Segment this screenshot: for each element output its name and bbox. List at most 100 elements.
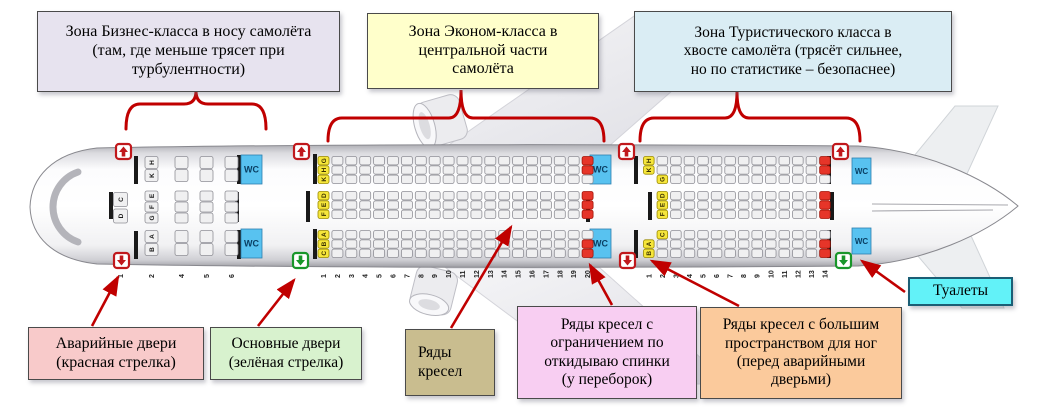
seat — [683, 200, 696, 210]
seat — [710, 200, 723, 210]
seat — [512, 165, 524, 175]
seat — [643, 165, 655, 175]
seat — [819, 165, 831, 175]
seat — [498, 200, 511, 210]
seat — [819, 209, 831, 219]
seat-letter: C — [118, 197, 125, 202]
seat — [442, 200, 455, 210]
seat — [526, 248, 538, 258]
seat — [765, 248, 777, 258]
wc-label: WC — [244, 239, 259, 249]
seat — [553, 174, 566, 184]
seat — [428, 191, 441, 201]
seat — [567, 174, 580, 184]
seat — [484, 156, 497, 166]
seat — [470, 200, 483, 210]
seat — [174, 230, 189, 243]
seat — [359, 174, 372, 184]
seat — [387, 191, 399, 201]
seat — [792, 209, 804, 219]
seat — [373, 239, 386, 249]
seat — [656, 230, 669, 240]
row-number: 20 — [585, 270, 592, 278]
seat — [400, 209, 413, 219]
seat — [317, 174, 330, 184]
bulkhead-bar — [634, 230, 638, 258]
row-number: 2 — [660, 274, 667, 278]
callout-emergency-doors-text: Аварийные двери (красная стрелка) — [55, 334, 177, 371]
seat — [567, 248, 580, 258]
seat — [387, 200, 399, 210]
seat — [317, 248, 330, 258]
seat — [724, 200, 736, 210]
seat — [400, 239, 413, 249]
seat — [683, 230, 696, 240]
seat — [199, 201, 214, 213]
seat — [724, 230, 736, 240]
seat — [456, 200, 469, 210]
seat — [414, 165, 427, 175]
seat — [456, 239, 469, 249]
row-number: 1 — [646, 274, 653, 278]
seat — [670, 230, 682, 240]
seat — [751, 174, 763, 184]
seat — [751, 191, 763, 201]
seat — [484, 174, 497, 184]
callout-seat-rows-text: Ряды кресел — [418, 344, 463, 380]
row-number: 13 — [809, 270, 816, 278]
seat — [373, 165, 386, 175]
seat — [414, 239, 427, 249]
seat — [526, 209, 538, 219]
row-number: 1 — [321, 274, 328, 278]
seat — [819, 230, 831, 240]
seat — [670, 174, 682, 184]
seat — [581, 191, 594, 201]
seat — [540, 165, 552, 175]
seat — [331, 174, 344, 184]
seat — [470, 165, 483, 175]
seat — [670, 191, 682, 201]
seat — [805, 165, 818, 175]
row-number: 5 — [204, 274, 211, 278]
seat-letter: K — [149, 173, 156, 178]
seat — [526, 156, 538, 166]
seat-letter: G — [660, 177, 667, 182]
seat-letter: F — [660, 212, 667, 216]
seat — [199, 212, 214, 224]
callout-seat-rows: Ряды кресел — [405, 329, 495, 396]
row-number: 12 — [795, 270, 802, 278]
seat — [737, 239, 750, 249]
seat — [778, 200, 791, 210]
door-emergency-up-icon — [831, 142, 850, 161]
callout-tourist-zone-text: Зона Туристического класса в хвосте само… — [683, 24, 903, 78]
callout-business-zone-text: Зона Бизнес-класса в носу самолёта (там,… — [65, 23, 312, 78]
seat — [442, 174, 455, 184]
seat — [819, 156, 831, 166]
callout-economy-zone-text: Зона Эконом-класса в центральной части с… — [408, 22, 558, 78]
seat — [387, 239, 399, 249]
seat — [683, 191, 696, 201]
seat — [400, 248, 413, 258]
arrow-toilets — [859, 259, 906, 294]
seat — [373, 191, 386, 201]
seat-letter: H — [321, 167, 328, 172]
seat — [581, 174, 594, 184]
seat — [331, 248, 344, 258]
seat — [414, 248, 427, 258]
seat — [670, 200, 682, 210]
seat — [697, 156, 709, 166]
bulkhead-bar — [134, 156, 138, 184]
bulkhead-bar — [830, 192, 834, 220]
seat — [553, 200, 566, 210]
seat — [778, 209, 791, 219]
seat — [805, 174, 818, 184]
seat-letter: K — [646, 167, 653, 172]
callout-economy-zone: Зона Эконом-класса в центральной части с… — [367, 13, 599, 89]
seat — [697, 191, 709, 201]
seat — [792, 174, 804, 184]
seat — [805, 239, 818, 249]
wc-label: WC — [244, 165, 259, 175]
seat — [540, 200, 552, 210]
row-number: 1 — [118, 274, 125, 278]
seat — [765, 156, 777, 166]
